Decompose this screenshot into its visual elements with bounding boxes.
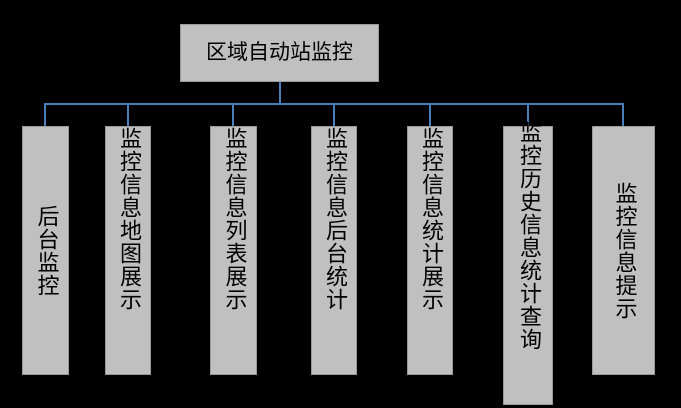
node-child-4: 监控信息后台统计 (311, 126, 357, 375)
node-child-6-label: 监控历史信息统计查询 (516, 121, 541, 351)
node-child-1-label: 后台监控 (33, 204, 59, 297)
connector-root-stem (279, 82, 281, 105)
node-child-5: 监控信息统计展示 (407, 126, 453, 375)
connector-stem-6 (527, 103, 529, 126)
connector-stem-5 (429, 103, 431, 126)
connector-stem-7 (622, 103, 624, 126)
node-child-1: 后台监控 (22, 126, 69, 375)
node-child-6: 监控历史信息统计查询 (503, 121, 553, 405)
node-child-3: 监控信息列表展示 (210, 126, 257, 375)
node-child-3-label: 监控信息列表展示 (221, 127, 247, 311)
node-child-2-label: 监控信息地图展示 (116, 127, 141, 311)
node-root: 区域自动站监控 (180, 24, 379, 82)
node-child-7-label: 监控信息提示 (611, 181, 637, 320)
node-root-label: 区域自动站监控 (206, 40, 353, 65)
node-child-2: 监控信息地图展示 (105, 126, 151, 375)
node-child-7: 监控信息提示 (592, 126, 655, 375)
node-child-5-label: 监控信息统计展示 (418, 127, 443, 311)
node-child-4-label: 监控信息后台统计 (322, 127, 347, 311)
connector-stem-2 (127, 103, 129, 126)
connector-stem-4 (333, 103, 335, 126)
connector-stem-1 (44, 103, 46, 126)
connector-stem-3 (232, 103, 234, 126)
